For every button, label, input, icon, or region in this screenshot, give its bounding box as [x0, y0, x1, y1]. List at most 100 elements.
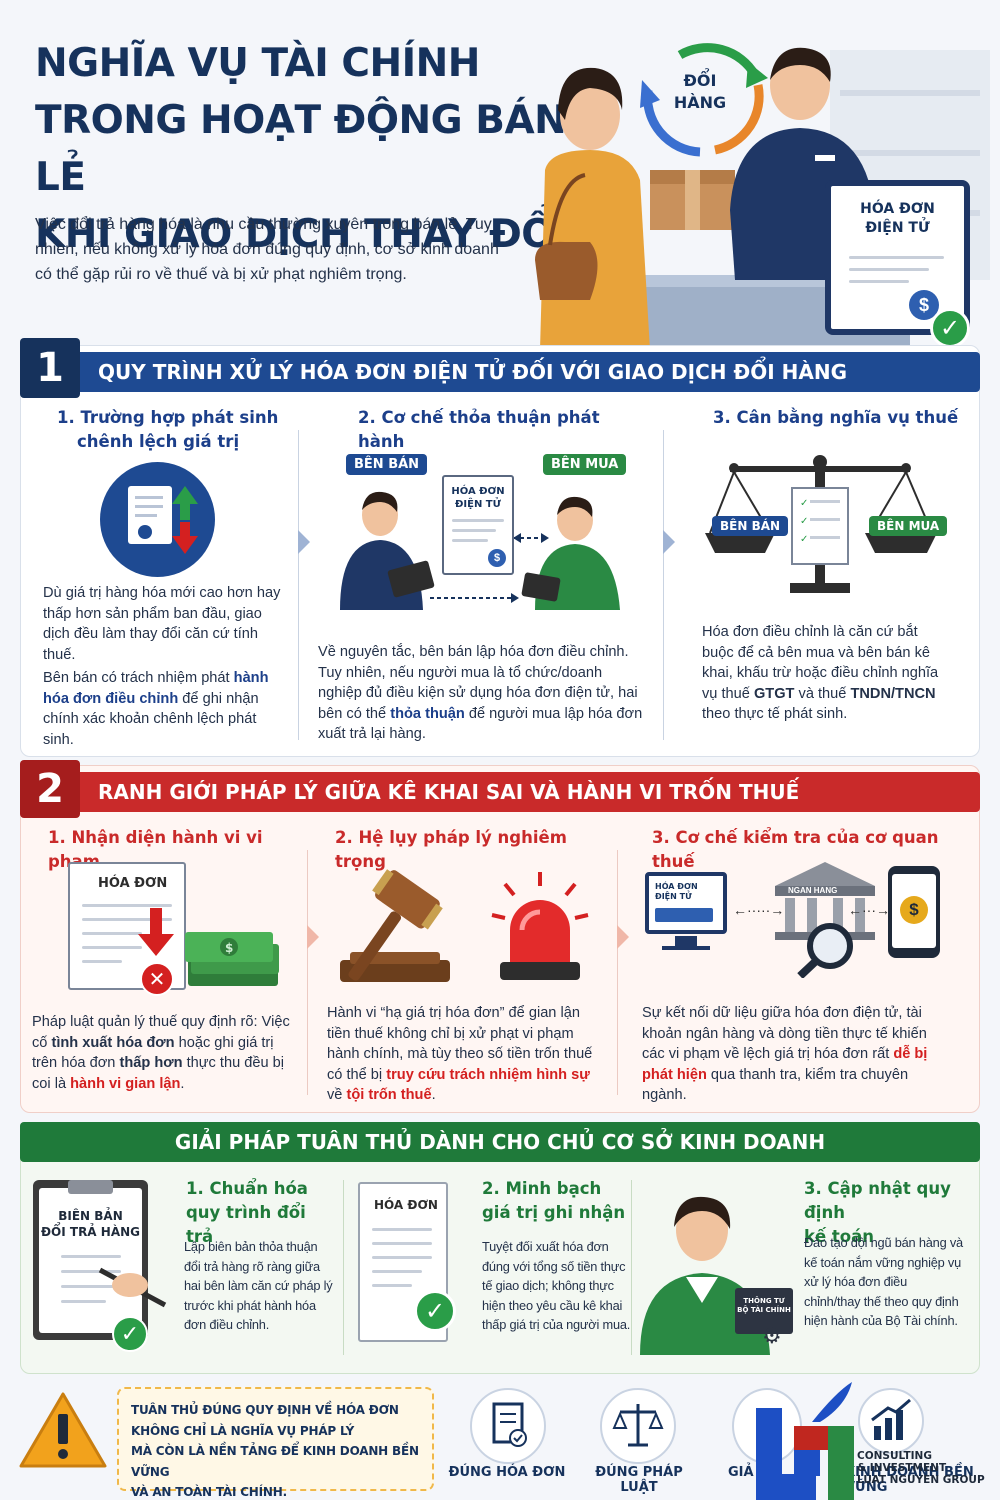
s1-col3-text-a: Hóa đơn điều chỉnh là căn cứ bắt buộc để…	[702, 624, 939, 702]
s2-col1-text-a: Pháp luật quản lý thuế quy định rõ: Việc…	[32, 1014, 290, 1051]
x-mark-icon: ✕	[140, 962, 174, 996]
board-label-1: BIÊN BẢN	[58, 1209, 123, 1223]
laptop-icon: THÔNG TƯ BỘ TÀI CHÍNH	[735, 1288, 793, 1334]
monitor-label-1: HÓA ĐƠN	[860, 201, 935, 217]
e-invoice-doc-1: HÓA ĐƠN	[451, 486, 505, 497]
scale-icon: ✓ ✓ ✓	[700, 448, 940, 598]
small-monitor-2: ĐIỆN TỬ	[655, 892, 692, 901]
scale-buyer-tag: BÊN MUA	[869, 516, 948, 536]
s3-col2-text: Tuyệt đối xuất hóa đơn đúng với tổng số …	[482, 1239, 631, 1332]
section3-band: GIẢI PHÁP TUÂN THỦ DÀNH CHO CHỦ CƠ SỞ KI…	[20, 1122, 980, 1162]
s1-col1-heading-2: chênh lệch giá trị	[77, 432, 240, 451]
s2-col2-heading: 2. Hệ lụy pháp lý nghiêm trọng	[335, 828, 567, 871]
siren-icon	[490, 870, 590, 990]
badge-law-icon	[600, 1388, 676, 1464]
footer-note-3: MÀ CÒN LÀ NỀN TẢNG ĐỂ KINH DOANH BỀN VỮN…	[131, 1444, 419, 1479]
svg-text:✓: ✓	[800, 534, 808, 545]
s2-col3-text-b: dễ bị phát hiện	[642, 1046, 928, 1083]
title-line-3: KHI GIAO DỊCH THAY ĐỔI	[35, 212, 568, 257]
s2-col3-heading: 3. Cơ chế kiểm tra của cơ quan thuế	[652, 828, 939, 871]
s1-col1-text2-c: để ghi nhận chính xác khoản chênh lệch p…	[43, 690, 259, 748]
brand-logo-text: CONSULTING & INVESTMENT LUAT NGUYEN GROU…	[857, 1450, 985, 1486]
s2-col1-text: Pháp luật quản lý thuế quy định rõ: Việc…	[32, 1012, 297, 1094]
s2-col1-text-g: .	[180, 1075, 185, 1092]
s2-col2-text-d: tội trốn thuế	[346, 1087, 432, 1103]
brand-logo	[750, 1378, 860, 1500]
phone-icon: $	[888, 866, 940, 958]
s3-col1-heading-1: 1. Chuẩn hóa	[186, 1179, 308, 1198]
s1-col2-text-b: thỏa thuận	[390, 705, 465, 722]
s1-col1-heading: 1. Trường hợp phát sinh chênh lệch giá t…	[57, 406, 287, 454]
invoice-receipt: HÓA ĐƠN	[358, 1182, 448, 1342]
chevron-right-icon	[298, 530, 310, 554]
section1-title: QUY TRÌNH XỬ LÝ HÓA ĐƠN ĐIỆN TỬ ĐỐI VỚI …	[98, 360, 848, 384]
s3-col2-heading-2: giá trị ghi nhận	[482, 1203, 626, 1222]
s1-col1-text1: Dù giá trị hàng hóa mới cao hơn hay thấp…	[43, 585, 281, 663]
monitor-label-2: ĐIỆN TỬ	[865, 220, 930, 236]
check-icon: ✓	[930, 308, 970, 348]
s1-col2-text: Về nguyên tắc, bên bán lập hóa đơn điều …	[318, 642, 648, 745]
dollar-icon: $	[488, 549, 506, 567]
title-line-1: NGHĨA VỤ TÀI CHÍNH	[35, 41, 480, 86]
check-icon: ✓	[112, 1316, 148, 1352]
s2-col1-text-d: thấp hơn	[119, 1055, 183, 1071]
s1-col3-text-c: và thuế	[794, 685, 851, 702]
footer-note-1: TUÂN THỦ ĐÚNG QUY ĐỊNH VỀ HÓA ĐƠN	[131, 1403, 399, 1417]
s3-col2-heading-1: 2. Minh bạch	[482, 1179, 602, 1198]
exchange-label: ĐỔI HÀNG	[660, 70, 740, 114]
small-monitor-1: HÓA ĐƠN	[655, 882, 698, 891]
s2-col2-text-b: truy cứu trách nhiệm hình sự	[386, 1066, 590, 1083]
pen-hand-icon	[95, 1255, 170, 1320]
laptop-label-2: BỘ TÀI CHÍNH	[737, 1306, 791, 1314]
s3-col2-heading: 2. Minh bạch giá trị ghi nhận	[482, 1177, 632, 1225]
s2-col3-text-a: Sự kết nối dữ liệu giữa hóa đơn điện tử,…	[642, 1005, 927, 1062]
logo-line-3: LUAT NGUYEN GROUP	[857, 1474, 985, 1486]
s2-col1-text-c: hoặc ghi giá trị trên hóa đơn	[32, 1034, 274, 1072]
s2-col1-text-f: hành vi gian lận	[70, 1075, 181, 1092]
s1-col1-text2-b: hành hóa đơn điều chỉnh	[43, 670, 269, 707]
s3-col1-text: Lập biên bản thỏa thuận đổi trả hàng rõ …	[184, 1239, 333, 1332]
logo-line-1: CONSULTING	[857, 1450, 932, 1462]
s2-col2-text-e: .	[431, 1087, 436, 1103]
exchange-label-1: ĐỔI	[683, 71, 717, 90]
s2-col3-text: Sự kết nối dữ liệu giữa hóa đơn điện tử,…	[642, 1003, 947, 1106]
s3-col1-heading-2: quy trình đổi trả	[186, 1203, 306, 1246]
s1-col3-text: Hóa đơn điều chỉnh là căn cứ bắt buộc để…	[702, 622, 947, 725]
hero-illustration: ĐỔI HÀNG HÓA ĐƠN ĐIỆN TỬ $ ✓	[530, 20, 990, 350]
badge4-label: KINH DOANH BỀN VỮNG	[845, 1465, 974, 1495]
page-title: NGHĨA VỤ TÀI CHÍNH TRONG HOẠT ĐỘNG BÁN L…	[35, 35, 595, 263]
footer-note-2: KHÔNG CHỈ LÀ NGHĨA VỤ PHÁP LÝ	[131, 1423, 355, 1438]
section1-number: 1	[20, 338, 80, 398]
board-label-2: ĐỔI TRẢ HÀNG	[40, 1225, 140, 1239]
section1-band: QUY TRÌNH XỬ LÝ HÓA ĐƠN ĐIỆN TỬ ĐỐI VỚI …	[20, 352, 980, 392]
section2-band: RANH GIỚI PHÁP LÝ GIỮA KÊ KHAI SAI VÀ HÀ…	[20, 772, 980, 812]
badge-growth-icon	[858, 1388, 924, 1454]
clipboard-icon: BIÊN BẢN ĐỔI TRẢ HÀNG	[33, 1180, 148, 1340]
title-line-2: TRONG HOẠT ĐỘNG BÁN LẺ	[35, 98, 567, 200]
s2-col1-text-e: thực thu đều bị coi là	[32, 1055, 284, 1092]
s2-col2-text-c: về	[327, 1087, 347, 1103]
invoice-down-label: HÓA ĐƠN	[98, 876, 168, 891]
s1-col1-text2: Bên bán có trách nhiệm phát hành hóa đơn…	[43, 668, 283, 750]
gear-icon: ⚙	[762, 1323, 782, 1348]
intro-text: Việc đổi trả hàng hóa là nhu cầu thường …	[35, 216, 499, 283]
exchange-label-2: HÀNG	[673, 93, 727, 112]
section3-title: GIẢI PHÁP TUÂN THỦ DÀNH CHO CHỦ CƠ SỞ KI…	[174, 1130, 826, 1154]
warning-icon	[18, 1390, 108, 1475]
footer-note-4: VÀ AN TOÀN TÀI CHÍNH.	[131, 1485, 287, 1499]
s3-col3-text: Đào tạo đội ngũ bán hàng và kế toán nắm …	[804, 1235, 963, 1328]
e-invoice-doc: HÓA ĐƠN ĐIỆN TỬ $	[442, 475, 514, 575]
link-arrow: ←···→	[848, 902, 890, 918]
seller-buyer-illustration	[335, 480, 625, 610]
s2-col2-text: Hành vi “hạ giá trị hóa đơn” để gian lận…	[327, 1003, 602, 1106]
section2-title: RANH GIỚI PHÁP LÝ GIỮA KÊ KHAI SAI VÀ HÀ…	[98, 780, 800, 804]
chevron-right-icon	[663, 530, 675, 554]
svg-text:$: $	[225, 941, 233, 955]
s2-col2-text-a: Hành vi “hạ giá trị hóa đơn” để gian lận…	[327, 1005, 593, 1083]
s1-col1-heading-1: 1. Trường hợp phát sinh	[57, 408, 279, 427]
section3-panel	[20, 1122, 980, 1374]
chevron-right-icon	[617, 925, 629, 949]
s1-col3-heading: 3. Cân bằng nghĩa vụ thuế	[713, 408, 959, 427]
svg-text:✓: ✓	[800, 498, 808, 509]
scale-seller-tag: BÊN BÁN	[712, 516, 789, 536]
